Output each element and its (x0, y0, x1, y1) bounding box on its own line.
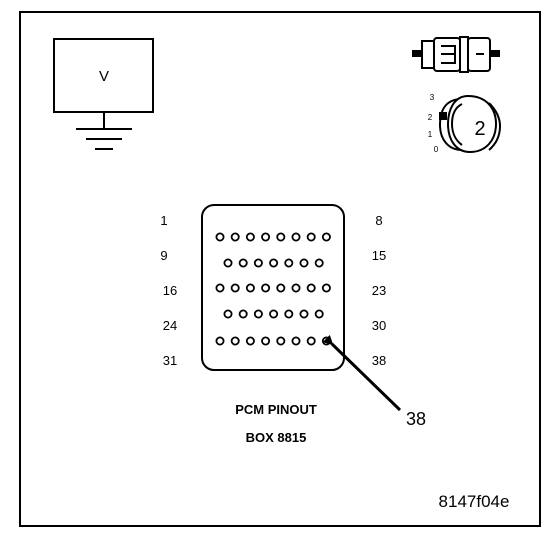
ground-symbol-icon (76, 112, 132, 150)
pin-1 (215, 232, 225, 242)
pin-31 (215, 336, 225, 346)
pin-24 (223, 309, 233, 319)
key-position-0: 0 (434, 145, 439, 154)
pin-27 (269, 309, 279, 319)
pin-12 (269, 258, 279, 268)
pin-5 (276, 232, 286, 242)
key-position-2: 2 (428, 113, 433, 122)
outer-frame (19, 11, 541, 527)
pin-20 (276, 283, 286, 293)
key-position-3: 3 (430, 93, 435, 102)
pin-6 (291, 232, 301, 242)
pin-29 (299, 309, 309, 319)
pin-23 (321, 283, 331, 293)
pinout-title: PCM PINOUT (235, 402, 317, 417)
row-2-left-label: 9 (160, 248, 167, 263)
key-selected-position: 2 (474, 118, 485, 140)
pin-13 (284, 258, 294, 268)
row-5-left-label: 31 (163, 353, 177, 368)
key-position-1: 1 (428, 130, 433, 139)
pin-38 (321, 336, 331, 346)
voltmeter-icon: V (53, 38, 154, 150)
pin-26 (253, 309, 263, 319)
pin-35 (276, 336, 286, 346)
row-1-right-label: 8 (375, 213, 382, 228)
row-4-left-label: 24 (163, 318, 177, 333)
pin-7 (306, 232, 316, 242)
pcm-connector (201, 204, 345, 371)
pin-15 (314, 258, 324, 268)
row-2-right-label: 15 (372, 248, 386, 263)
figure-id: 8147f04e (439, 492, 510, 511)
row-5-right-label: 38 (372, 353, 386, 368)
pin-4 (261, 232, 271, 242)
pin-14 (299, 258, 309, 268)
row-3-right-label: 23 (372, 283, 386, 298)
row-1-left-label: 1 (160, 213, 167, 228)
pin-19 (261, 283, 271, 293)
pin-17 (230, 283, 240, 293)
pin-18 (245, 283, 255, 293)
ignition-key-icon: 3 2 1 0 2 (428, 93, 502, 154)
pin-38-callout-arrow (322, 334, 402, 412)
pin-25 (238, 309, 248, 319)
pin-36 (291, 336, 301, 346)
pin-11 (253, 258, 263, 268)
pin-33 (245, 336, 255, 346)
row-3-left-label: 16 (163, 283, 177, 298)
pin-3 (245, 232, 255, 242)
pin-30 (314, 309, 324, 319)
pin-2 (230, 232, 240, 242)
pin-10 (238, 258, 248, 268)
pin-21 (291, 283, 301, 293)
pin-8 (321, 232, 331, 242)
connector-icon (412, 36, 500, 73)
pin-grid (215, 232, 331, 346)
pin-37 (306, 336, 316, 346)
pin-38-callout-label: 38 (406, 409, 426, 429)
pin-16 (215, 283, 225, 293)
pin-9 (223, 258, 233, 268)
pin-32 (230, 336, 240, 346)
pinout-subtitle: BOX 8815 (246, 430, 307, 445)
voltmeter-label: V (99, 68, 109, 85)
pin-34 (261, 336, 271, 346)
pin-22 (306, 283, 316, 293)
pin-row-labels: 1 8 9 15 16 23 24 30 31 38 (160, 213, 386, 368)
row-4-right-label: 30 (372, 318, 386, 333)
pin-28 (284, 309, 294, 319)
